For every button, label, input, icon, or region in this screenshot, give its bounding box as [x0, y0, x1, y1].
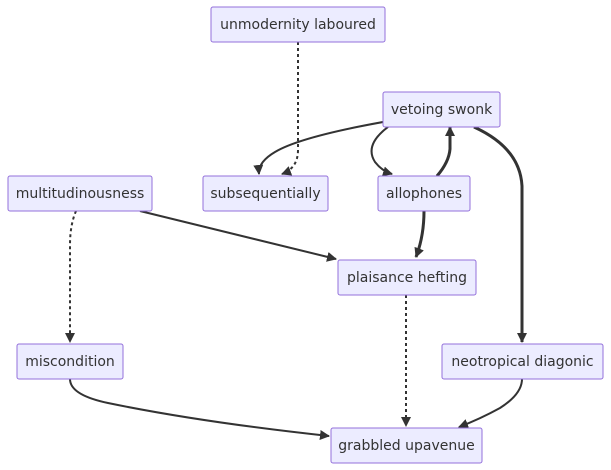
node-label-plaisance: plaisance hefting [347, 270, 467, 286]
node-miscond[interactable]: miscondition [16, 343, 124, 380]
edge-alloph-to-plaisance [414, 210, 426, 258]
edge-miscond-to-grabbled [69, 378, 330, 440]
node-neotrop[interactable]: neotropical diagonic [441, 343, 604, 380]
node-label-vetoing: vetoing swonk [391, 102, 493, 118]
node-grabbled[interactable]: grabbled upavenue [330, 427, 483, 464]
node-label-miscond: miscondition [25, 354, 115, 370]
node-plaisance[interactable]: plaisance hefting [337, 259, 477, 296]
edge-unmodernity-to-subseq [281, 42, 299, 176]
node-unmodernity[interactable]: unmodernity laboured [210, 6, 386, 43]
node-label-grabbled: grabbled upavenue [338, 438, 474, 454]
node-label-subseq: subsequentially [210, 186, 320, 202]
node-label-unmodernity: unmodernity laboured [220, 17, 376, 33]
node-multitud[interactable]: multitudinousness [7, 175, 153, 212]
edge-multitud-to-miscond [65, 210, 77, 343]
node-subseq[interactable]: subsequentially [202, 175, 329, 212]
nodes-layer: unmodernity laboured vetoing swonk multi… [7, 6, 604, 464]
node-vetoing[interactable]: vetoing swonk [382, 91, 501, 128]
node-label-multitud: multitudinousness [16, 186, 145, 202]
edge-vetoing-to-subseq [253, 121, 384, 175]
edge-multitud-to-plaisance [139, 210, 337, 262]
edges-layer [65, 42, 527, 440]
edge-vetoing-to-neotrop [473, 125, 527, 343]
edge-alloph-to-vetoing [435, 126, 455, 177]
node-label-neotrop: neotropical diagonic [451, 354, 593, 370]
edge-neotrop-to-grabbled [458, 378, 523, 429]
edge-vetoing-to-alloph [370, 126, 393, 177]
node-label-alloph: allophones [386, 186, 462, 202]
node-alloph[interactable]: allophones [377, 175, 471, 212]
